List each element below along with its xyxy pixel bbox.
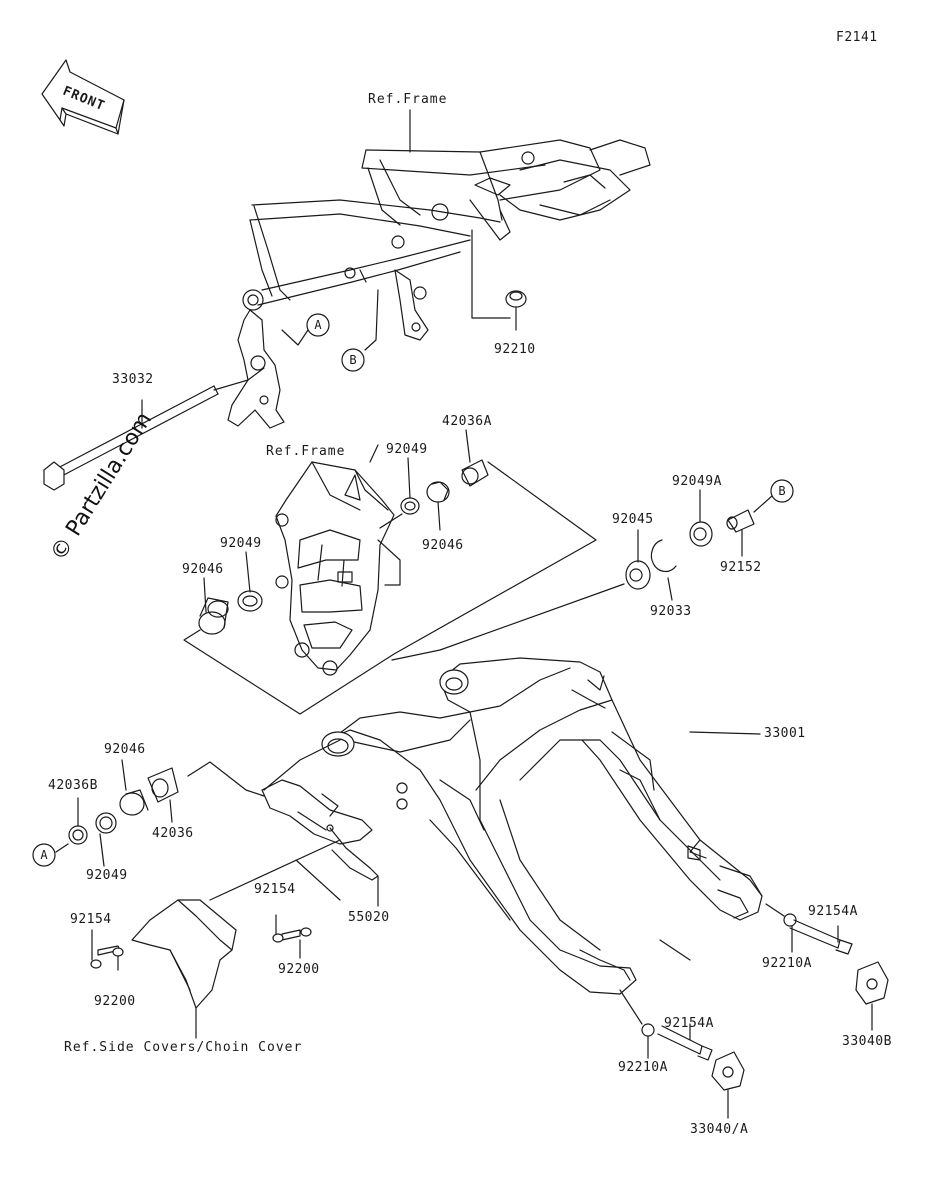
callout-b-right-label: B	[778, 484, 785, 498]
main-frame-drawing	[228, 110, 650, 428]
part-92210-label: 92210	[494, 342, 536, 357]
pivot-bolt-33032-drawing	[44, 368, 264, 490]
callout-b-right	[771, 480, 793, 502]
part-92049-top-label: 92049	[386, 442, 428, 457]
chain-slider-55020-drawing	[262, 780, 378, 906]
callout-a-low	[33, 844, 55, 866]
part-55020-label: 55020	[348, 910, 390, 925]
leader-92046-left	[204, 578, 206, 612]
part-42036b-label: 42036B	[48, 778, 98, 793]
part-92045-label: 92045	[612, 512, 654, 527]
ref-frame-mid-label: Ref.Frame	[266, 444, 346, 459]
bolt-92154-left-drawing	[91, 930, 123, 970]
leader-92033	[668, 578, 672, 600]
leader-ref-frame-mid	[370, 445, 378, 462]
ref-covers-label: Ref.Side Covers/Choin Cover	[64, 1040, 303, 1055]
leader-42036	[170, 800, 172, 822]
part-92152-label: 92152	[720, 560, 762, 575]
callout-a-low-label: A	[40, 848, 48, 862]
leader-92049-top	[408, 458, 410, 498]
part-92210a-right-label: 92210A	[762, 956, 812, 971]
part-92200-left-label: 92200	[94, 994, 136, 1009]
callout-a-top-label: A	[314, 318, 322, 332]
frame-bracket-drawing	[276, 462, 400, 675]
callout-b-top	[342, 349, 364, 371]
adjuster-33040a-drawing	[620, 926, 838, 1118]
part-33032-label: 33032	[112, 372, 154, 387]
callout-a-top	[307, 314, 329, 336]
part-92154a-low-label: 92154A	[664, 1016, 714, 1031]
leader-92046-top	[438, 502, 440, 530]
bearing-group-right-drawing	[184, 460, 596, 714]
part-92154-left-label: 92154	[70, 912, 112, 927]
part-42036a-label: 42036A	[442, 414, 492, 429]
part-92046-low-label: 92046	[104, 742, 146, 757]
bearing-group-left-drawing	[199, 591, 262, 634]
part-92033-label: 92033	[650, 604, 692, 619]
leader-42036a	[466, 430, 470, 462]
part-92200-mid-label: 92200	[278, 962, 320, 977]
nut-92210-drawing	[506, 291, 526, 330]
part-92046-left-label: 92046	[182, 562, 224, 577]
part-33001-label: 33001	[764, 726, 806, 741]
leader-33001	[690, 732, 760, 734]
part-92049a-label: 92049A	[672, 474, 722, 489]
leader-92046-low	[122, 760, 126, 790]
part-92049-low-label: 92049	[86, 868, 128, 883]
figure-code: F2141	[836, 30, 878, 45]
bearing-group-rear-drawing	[392, 496, 772, 660]
front-arrow-icon	[42, 60, 124, 134]
adjuster-33040b-drawing	[766, 904, 888, 1030]
part-42036-label: 42036	[152, 826, 194, 841]
bearing-group-lower-drawing	[56, 740, 340, 852]
leader-a-top	[282, 330, 308, 345]
ref-frame-top-label: Ref.Frame	[368, 92, 448, 107]
chain-cover-drawing	[132, 840, 340, 1038]
leader-92049-left	[246, 552, 250, 592]
part-92154a-right-label: 92154A	[808, 904, 858, 919]
part-92154-mid-label: 92154	[254, 882, 296, 897]
part-33040a-label: 33040/A	[690, 1122, 749, 1137]
part-33040b-label: 33040B	[842, 1034, 892, 1049]
part-92049-left-label: 92049	[220, 536, 262, 551]
leader-b-top	[365, 290, 378, 350]
bolt-92154-mid-drawing	[273, 915, 311, 958]
part-92046-top-label: 92046	[422, 538, 464, 553]
leader-92049-low	[100, 834, 104, 866]
swingarm-33001-drawing	[322, 658, 762, 994]
part-92210a-low-label: 92210A	[618, 1060, 668, 1075]
callout-b-top-label: B	[349, 353, 356, 367]
